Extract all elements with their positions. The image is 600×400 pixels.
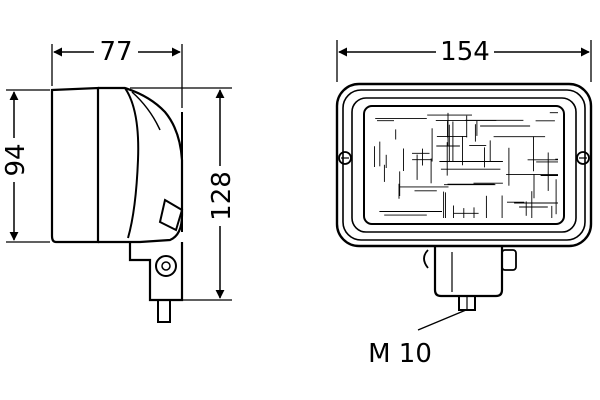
side-housing-outline xyxy=(50,86,100,244)
side-body-outline xyxy=(98,86,184,244)
front-mount-bracket xyxy=(433,246,504,298)
dim-94-mask xyxy=(0,138,30,182)
side-mount-nut xyxy=(155,255,177,277)
front-screw-right xyxy=(576,151,590,165)
dim-154-mask xyxy=(436,36,494,66)
front-screw-left xyxy=(338,151,352,165)
side-stud xyxy=(157,299,171,323)
front-lens-pattern xyxy=(374,112,558,218)
front-view: M 10 154 xyxy=(335,36,593,369)
side-lens-inner xyxy=(131,91,161,131)
front-mount-washer xyxy=(423,249,429,269)
dim-154-label: 154 xyxy=(440,37,490,67)
side-tab xyxy=(158,198,184,232)
front-housing-inner xyxy=(342,89,586,241)
side-mount-nut-core xyxy=(161,261,171,271)
dim-77-mask xyxy=(94,36,138,66)
m10-leader xyxy=(417,309,467,331)
side-mount-bracket xyxy=(128,242,184,302)
thread-label: M 10 xyxy=(368,339,432,369)
dim-94-label: 94 xyxy=(1,143,31,176)
dim-77-label: 77 xyxy=(99,37,132,67)
front-bezel xyxy=(351,97,577,233)
front-mount-nut xyxy=(501,249,517,271)
dim-128-label: 128 xyxy=(207,171,237,221)
dim-128-mask xyxy=(204,166,238,226)
front-housing-outer xyxy=(335,82,593,248)
front-lens xyxy=(363,105,565,225)
side-lens-curve xyxy=(124,87,140,239)
side-view: 77 94 128 xyxy=(0,36,238,323)
